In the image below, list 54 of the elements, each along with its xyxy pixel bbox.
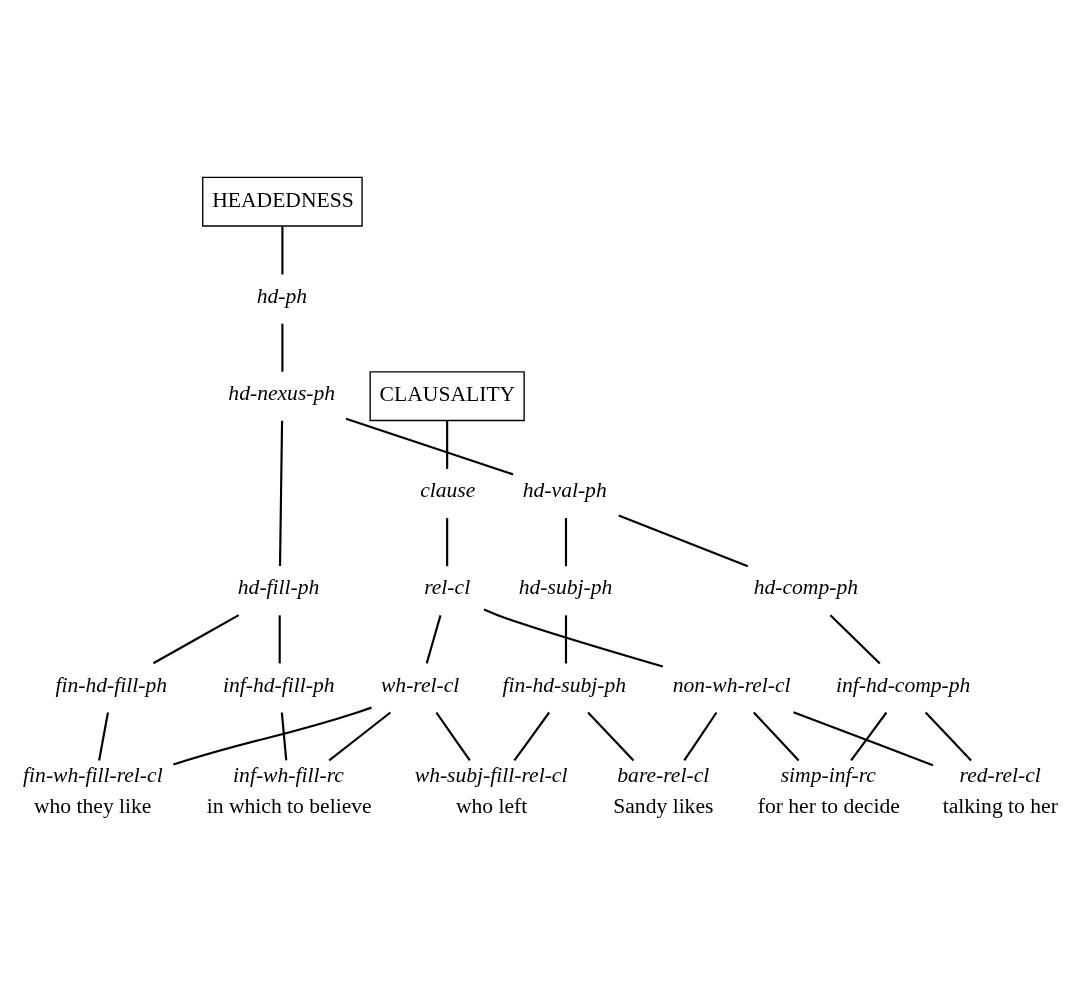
connector [446,517,449,566]
node-text: red-rel-cl [959,762,1041,787]
connector [683,711,718,761]
node-text: fin-hd-subj-ph [502,672,627,697]
connector [564,614,568,663]
node-text: inf-hd-comp-ph [836,672,971,697]
node-text: simp-inf-rc [780,762,876,787]
node-text: wh-subj-fill-rel-cl [414,762,568,787]
node-text: inf-hd-fill-ph [222,672,335,697]
connector [483,608,664,668]
connector [850,711,888,761]
node-text: bare-rel-cl [617,762,710,787]
connector [753,711,800,761]
connector [345,417,514,475]
connector [793,710,934,766]
node-label: Sandy likes [613,793,714,818]
connector [564,517,568,566]
node-text: wh-rel-cl [380,672,460,697]
node-text: hd-subj-ph [518,574,613,599]
node-label: in which to believe [206,793,372,818]
connector [587,711,635,761]
node-text: fin-hd-fill-ph [55,672,168,697]
node-text: hd-fill-ph [237,574,320,599]
node-text: hd-val-ph [522,477,607,502]
connector [924,711,972,761]
connector [829,614,881,664]
connector [278,614,281,663]
node-box: HEADEDNESS [202,176,363,227]
node-text: fin-wh-fill-rel-cl [23,762,163,787]
node-text: hd-comp-ph [753,574,859,599]
connector [435,711,471,761]
connector [173,706,372,765]
node-text: non-wh-rel-cl [672,672,791,697]
node-text: hd-ph [256,283,308,308]
connector [281,225,284,274]
node-text: rel-cl [424,574,471,599]
connector [513,711,550,761]
connector [425,614,442,664]
connector [278,420,284,566]
connector [446,420,449,469]
connector [152,613,240,664]
node-label: for her to decide [757,793,900,818]
connector [280,711,288,761]
node-text: clause [420,477,476,502]
connector [618,514,749,567]
node-label: who left [455,793,528,818]
node-label: who they like [33,793,152,818]
node-text: inf-wh-fill-rc [233,762,344,787]
node-label: talking to her [942,793,1058,818]
node-text: hd-nexus-ph [228,380,336,405]
connector [328,711,392,761]
connector [281,323,284,372]
connector [98,711,109,761]
node-box: CLAUSALITY [369,370,525,421]
